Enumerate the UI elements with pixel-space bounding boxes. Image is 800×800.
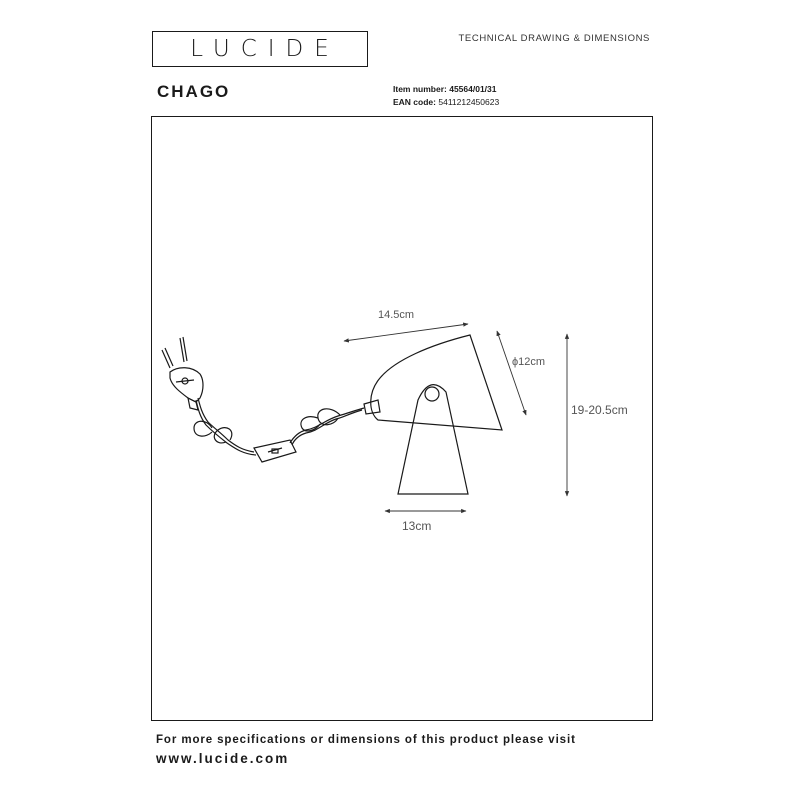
footer-website-link[interactable]: www.lucide.com	[156, 751, 290, 766]
product-identifiers: Item number: 45564/01/31 EAN code: 54112…	[393, 83, 499, 109]
brand-logo-text: LUCIDE	[190, 36, 340, 62]
dimension-base-width-label: 13cm	[402, 519, 431, 533]
power-plug	[161, 336, 204, 411]
lamp-shade	[370, 334, 503, 431]
ean-code-label: EAN code:	[393, 97, 436, 107]
cable-connector	[363, 399, 381, 415]
item-number-value: 45564/01/31	[449, 84, 497, 94]
footer-note: For more specifications or dimensions of…	[156, 734, 576, 746]
cable-switch	[253, 439, 297, 463]
ean-code-value: 5411212450623	[438, 97, 500, 107]
dimension-diameter-label: ϕ12cm	[512, 356, 545, 368]
lamp-base	[397, 384, 469, 495]
dimension-height-label: 19-20.5cm	[571, 403, 628, 417]
dimension-height: 19-20.5cm	[564, 333, 628, 497]
brand-logo: LUCIDE	[152, 31, 368, 67]
ean-code-row: EAN code: 5411212450623	[393, 96, 499, 109]
item-number-label: Item number:	[393, 84, 447, 94]
item-number-row: Item number: 45564/01/31	[393, 83, 499, 96]
dimension-length-label: 14.5cm	[378, 309, 414, 321]
document-type-label: TECHNICAL DRAWING & DIMENSIONS	[458, 33, 650, 44]
dimension-length: 14.5cm	[343, 309, 469, 343]
dimension-diameter: ϕ12cm	[496, 330, 545, 416]
product-name: CHAGO	[157, 82, 231, 101]
power-cable-plug-side	[193, 397, 257, 456]
power-cable	[289, 407, 365, 446]
dimension-base-width: 13cm	[384, 508, 467, 533]
drawing-frame	[151, 116, 653, 721]
